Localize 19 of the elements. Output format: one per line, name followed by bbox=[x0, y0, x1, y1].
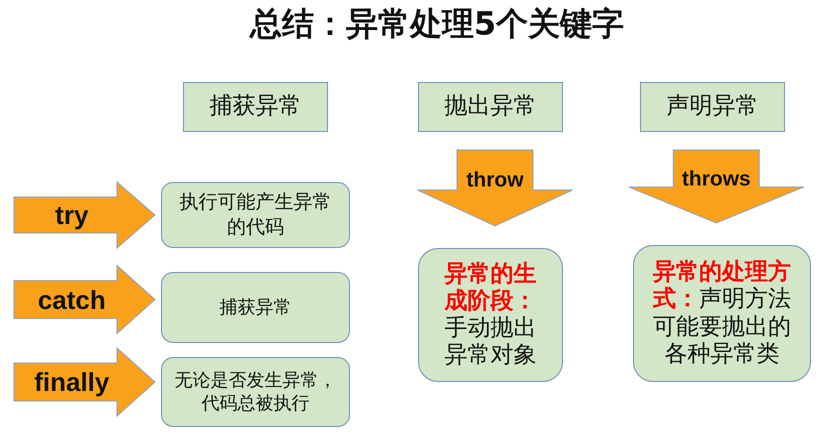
block-arrow bbox=[417, 150, 573, 227]
header-box: 声明异常 bbox=[640, 82, 785, 132]
header-box: 抛出异常 bbox=[418, 82, 563, 132]
header-box: 捕获异常 bbox=[183, 82, 328, 132]
edge-label: finally bbox=[34, 369, 110, 395]
edge-label: throws bbox=[682, 168, 751, 190]
edge-label: try bbox=[55, 202, 88, 228]
block-arrow bbox=[14, 264, 156, 335]
description-box: 异常的生成阶段：手动抛出异常对象 bbox=[418, 248, 563, 382]
title: 总结：异常处理5个关键字 bbox=[250, 6, 624, 42]
block-arrow bbox=[14, 346, 156, 418]
description-box: 异常的处理方式：声明方法可能要抛出的各种异常类 bbox=[633, 245, 811, 382]
description-box: 无论是否发生异常，代码总被执行 bbox=[161, 357, 350, 427]
edge-label: catch bbox=[38, 286, 106, 312]
edge-label: throw bbox=[466, 170, 524, 191]
description-box: 执行可能产生异常的代码 bbox=[161, 182, 350, 248]
block-arrow bbox=[628, 150, 804, 224]
description-box: 捕获异常 bbox=[161, 272, 350, 343]
block-arrow bbox=[14, 180, 156, 250]
